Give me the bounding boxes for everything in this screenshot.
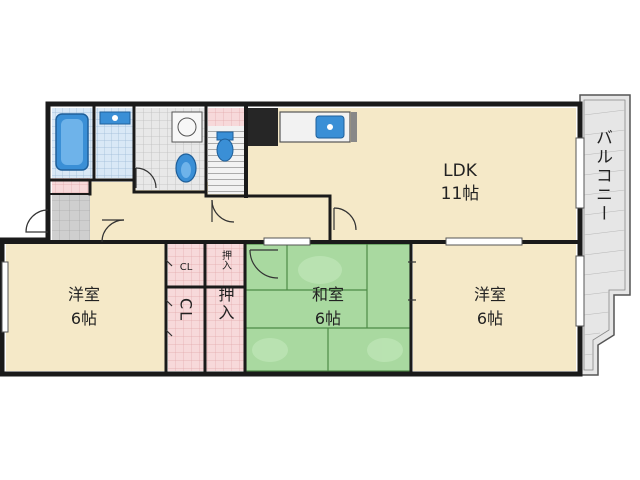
japanese-room-tatami bbox=[245, 243, 411, 372]
refrigerator-icon bbox=[351, 112, 357, 142]
toilet-icon-2 bbox=[216, 131, 234, 162]
western-left-name-label: 洋室 bbox=[68, 285, 100, 304]
oshiire-small-label: 押入 bbox=[220, 249, 232, 270]
washer-icon bbox=[171, 111, 203, 143]
kitchen-sink-icon bbox=[279, 111, 351, 143]
western-right-name-label: 洋室 bbox=[474, 285, 506, 304]
western-right-size-label: 6帖 bbox=[477, 309, 503, 328]
windows bbox=[1, 137, 585, 333]
japanese-name-label: 和室 bbox=[312, 285, 344, 304]
ldk-size-label: 11帖 bbox=[441, 184, 480, 204]
closet-small bbox=[168, 244, 204, 286]
closet-large-label: CL bbox=[177, 298, 196, 322]
doors bbox=[25, 167, 416, 337]
oshiire-small bbox=[206, 244, 244, 286]
bathtub-icon bbox=[55, 113, 89, 171]
western-left-size-label: 6帖 bbox=[71, 309, 97, 328]
storage-area bbox=[168, 244, 244, 371]
balcony-label: バルコニー bbox=[592, 129, 612, 224]
closet-small-label: CL bbox=[180, 262, 193, 273]
oshiire-large bbox=[206, 288, 244, 371]
closet-large bbox=[168, 288, 204, 371]
toilet-icon bbox=[175, 153, 197, 183]
balcony bbox=[579, 94, 631, 376]
oshiire-large-label: 押入 bbox=[216, 286, 235, 322]
ldk-name-label: LDK bbox=[443, 161, 478, 181]
washbasin-icon bbox=[99, 111, 131, 125]
japanese-size-label: 6帖 bbox=[315, 309, 341, 328]
